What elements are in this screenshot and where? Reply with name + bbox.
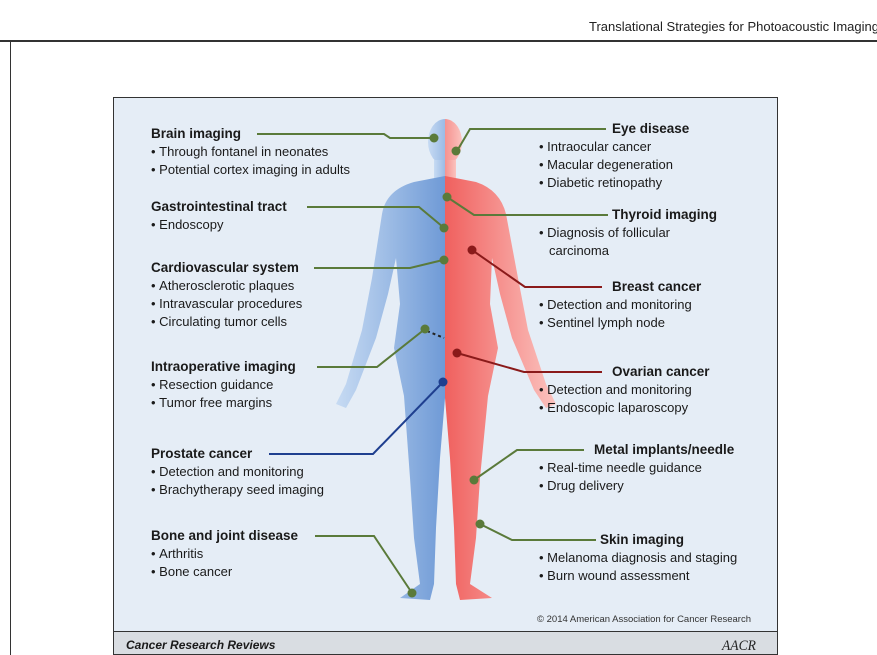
label-item: Through fontanel in neonates — [151, 143, 350, 161]
marker-ovarian — [453, 349, 462, 358]
label-title: Ovarian cancer — [539, 363, 710, 381]
marker-eye — [452, 147, 461, 156]
figure-footer: Cancer Research Reviews AACR — [113, 632, 778, 655]
aacr-logo-icon: AACR — [720, 635, 760, 653]
label-item: Arthritis — [151, 545, 298, 563]
marker-cardiovascular — [440, 256, 449, 265]
marker-skin — [476, 520, 485, 529]
line-bone-joint — [315, 536, 412, 593]
label-title: Breast cancer — [539, 278, 701, 296]
label-title: Gastrointestinal tract — [151, 198, 287, 216]
label-item: Diagnosis of follicular — [539, 224, 717, 242]
label-cardiovascular-system: Cardiovascular system Atherosclerotic pl… — [151, 259, 302, 331]
label-item: Diabetic retinopathy — [539, 174, 689, 192]
label-metal-implants-needle: Metal implants/needle Real-time needle g… — [539, 441, 734, 495]
label-item: Resection guidance — [151, 376, 296, 394]
label-intraoperative-imaging: Intraoperative imaging Resection guidanc… — [151, 358, 296, 412]
label-title: Metal implants/needle — [539, 441, 734, 459]
figure-panel: Brain imaging Through fontanel in neonat… — [113, 97, 778, 632]
label-item: Sentinel lymph node — [539, 314, 701, 332]
label-ovarian-cancer: Ovarian cancer Detection and monitoring … — [539, 363, 710, 417]
copyright-notice: © 2014 American Association for Cancer R… — [537, 614, 751, 625]
marker-metal-implants — [470, 476, 479, 485]
label-item: Macular degeneration — [539, 156, 689, 174]
label-item: Detection and monitoring — [539, 296, 701, 314]
marker-intraoperative — [421, 325, 430, 334]
label-item: carcinoma — [539, 242, 717, 260]
label-item: Endoscopic laparoscopy — [539, 399, 710, 417]
label-gastrointestinal-tract: Gastrointestinal tract Endoscopy — [151, 198, 287, 234]
label-item: Detection and monitoring — [151, 463, 324, 481]
label-title: Prostate cancer — [151, 445, 324, 463]
left-margin-rule — [10, 40, 11, 655]
label-prostate-cancer: Prostate cancer Detection and monitoring… — [151, 445, 324, 499]
label-item: Detection and monitoring — [539, 381, 710, 399]
body-silhouette-female-half — [428, 119, 556, 600]
journal-name: Cancer Research Reviews — [126, 638, 275, 652]
running-title: Translational Strategies for Photoacoust… — [589, 19, 877, 34]
aacr-logo-text: AACR — [721, 638, 756, 653]
label-item: Intraocular cancer — [539, 138, 689, 156]
label-eye-disease: Eye disease Intraocular cancer Macular d… — [539, 120, 689, 192]
marker-thyroid — [443, 193, 452, 202]
label-item: Potential cortex imaging in adults — [151, 161, 350, 179]
label-item: Real-time needle guidance — [539, 459, 734, 477]
marker-bone — [408, 589, 417, 598]
running-header: Translational Strategies for Photoacoust… — [0, 0, 877, 42]
label-bone-and-joint-disease: Bone and joint disease Arthritis Bone ca… — [151, 527, 298, 581]
label-item: Atherosclerotic plaques — [151, 277, 302, 295]
label-title: Skin imaging — [539, 531, 737, 549]
label-item: Endoscopy — [151, 216, 287, 234]
label-title: Brain imaging — [151, 125, 350, 143]
label-title: Thyroid imaging — [539, 206, 717, 224]
marker-brain — [430, 134, 439, 143]
marker-prostate — [439, 378, 448, 387]
label-item: Intravascular procedures — [151, 295, 302, 313]
label-title: Eye disease — [539, 120, 689, 138]
label-title: Cardiovascular system — [151, 259, 302, 277]
label-item: Burn wound assessment — [539, 567, 737, 585]
label-breast-cancer: Breast cancer Detection and monitoring S… — [539, 278, 701, 332]
marker-breast — [468, 246, 477, 255]
marker-gi — [440, 224, 449, 233]
label-thyroid-imaging: Thyroid imaging Diagnosis of follicular … — [539, 206, 717, 260]
label-item: Tumor free margins — [151, 394, 296, 412]
label-item: Drug delivery — [539, 477, 734, 495]
label-title: Intraoperative imaging — [151, 358, 296, 376]
label-title: Bone and joint disease — [151, 527, 298, 545]
label-item: Melanoma diagnosis and staging — [539, 549, 737, 567]
label-brain-imaging: Brain imaging Through fontanel in neonat… — [151, 125, 350, 179]
label-item: Brachytherapy seed imaging — [151, 481, 324, 499]
body-silhouette-male-half — [336, 119, 462, 600]
label-item: Circulating tumor cells — [151, 313, 302, 331]
label-item: Bone cancer — [151, 563, 298, 581]
label-skin-imaging: Skin imaging Melanoma diagnosis and stag… — [539, 531, 737, 585]
